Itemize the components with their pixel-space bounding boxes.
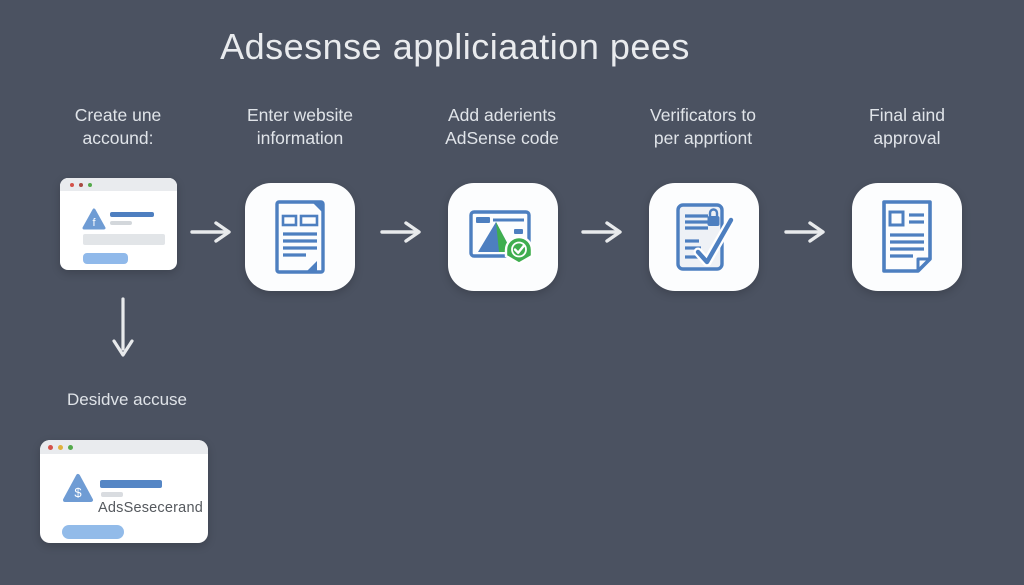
arrow-down-icon [112,297,134,357]
text-line-gray [101,492,123,497]
branch-label: Desidve accuse [66,390,187,409]
text-line-gray [110,221,132,225]
window-titlebar [40,440,208,454]
signup-browser-window: f [60,178,177,270]
ad-frame-verified-icon [469,210,534,265]
triangle-glyph: f [92,217,96,229]
step-card-add-code [448,183,558,291]
adsense-dashboard-window: $ AdsSesecerand [40,440,208,543]
window-dot-green-icon [68,444,73,450]
verified-badge-icon [504,235,534,265]
step-label-final-approval: Final aind approval [812,104,1002,150]
window-dot-red-icon [70,182,74,187]
page-title: Adsesnse appliciaation pees [220,26,690,67]
step-label-line: AdSense code [445,128,559,149]
window-titlebar [60,178,177,191]
lock-icon [707,208,720,226]
window-body: f [60,191,177,270]
window-dot-red-icon [48,444,53,450]
triangle-glyph: $ [74,485,82,500]
window-brand-text: AdsSesecerand [98,500,203,516]
step-label-line: Create une [74,105,162,125]
primary-button-shape [62,525,124,539]
step-label-line: approval [873,128,941,149]
window-body: $ AdsSesecerand [40,454,208,543]
step-label-line: Add aderients [448,105,556,125]
approval-document-icon [882,200,932,273]
warning-triangle-icon: $ [63,474,93,502]
text-line-dark [100,480,162,488]
arrow-right-icon [581,221,622,243]
window-dot-yellow-icon [58,444,63,450]
step-label-line: per apprtiont [653,128,753,149]
check-pen-icon [693,215,736,267]
window-dot-green-icon [88,182,92,187]
step-label-add-code: Add aderients AdSense code [407,104,597,150]
step-label-line: information [256,128,344,149]
window-dot-darkred-icon [79,182,83,187]
primary-button-shape [83,253,128,264]
step-label-line: accound: [82,128,154,149]
checklist-verify-icon [676,203,736,271]
step-label-line: Final aind [869,105,945,125]
arrow-right-icon [784,221,825,243]
text-line-dark [110,212,154,217]
warning-triangle-icon: f [82,208,106,230]
step-label-line: Verificators to [649,105,757,125]
step-label-verification: Verificators to per apprtiont [608,104,798,150]
step-card-verification [649,183,759,291]
arrow-right-icon [380,221,421,243]
document-form-icon [275,200,325,274]
step-label-enter-website: Enter website information [205,104,395,150]
step-card-enter-website [245,183,355,291]
step-label-line: Enter website [246,105,354,125]
step-label-create-account: Create une accound: [23,104,213,150]
step-card-approval [852,183,962,291]
input-field-placeholder [83,234,165,245]
arrow-right-icon [190,221,231,243]
